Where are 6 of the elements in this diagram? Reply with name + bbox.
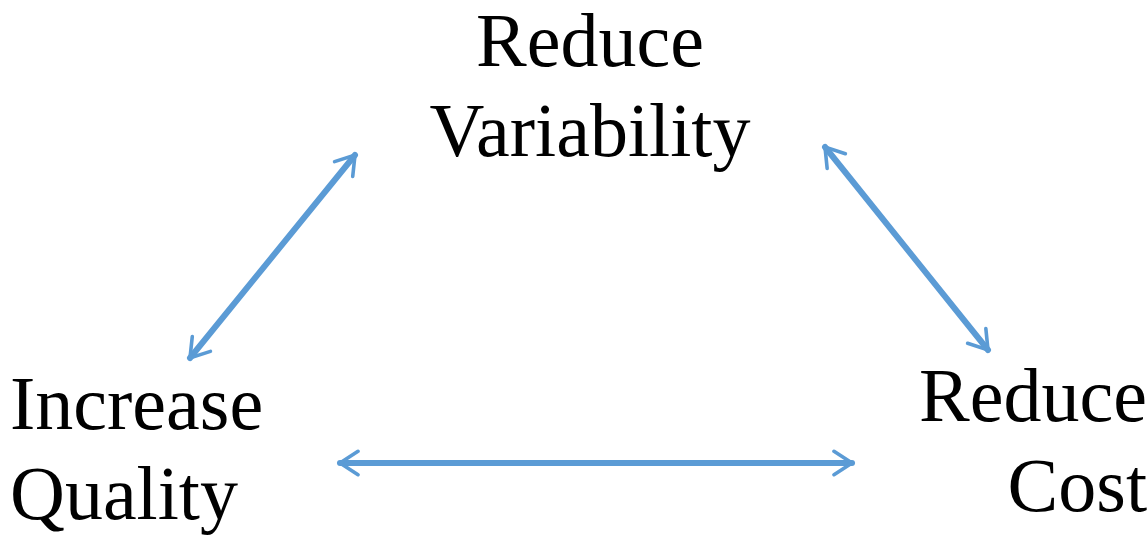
node-label: Reduce Cost — [852, 350, 1147, 545]
double-arrow — [337, 449, 855, 477]
double-arrow — [187, 152, 358, 361]
node-label: Increase Quality — [10, 358, 340, 548]
node-label: Reduce Variability — [355, 0, 825, 180]
double-arrow — [822, 144, 991, 353]
